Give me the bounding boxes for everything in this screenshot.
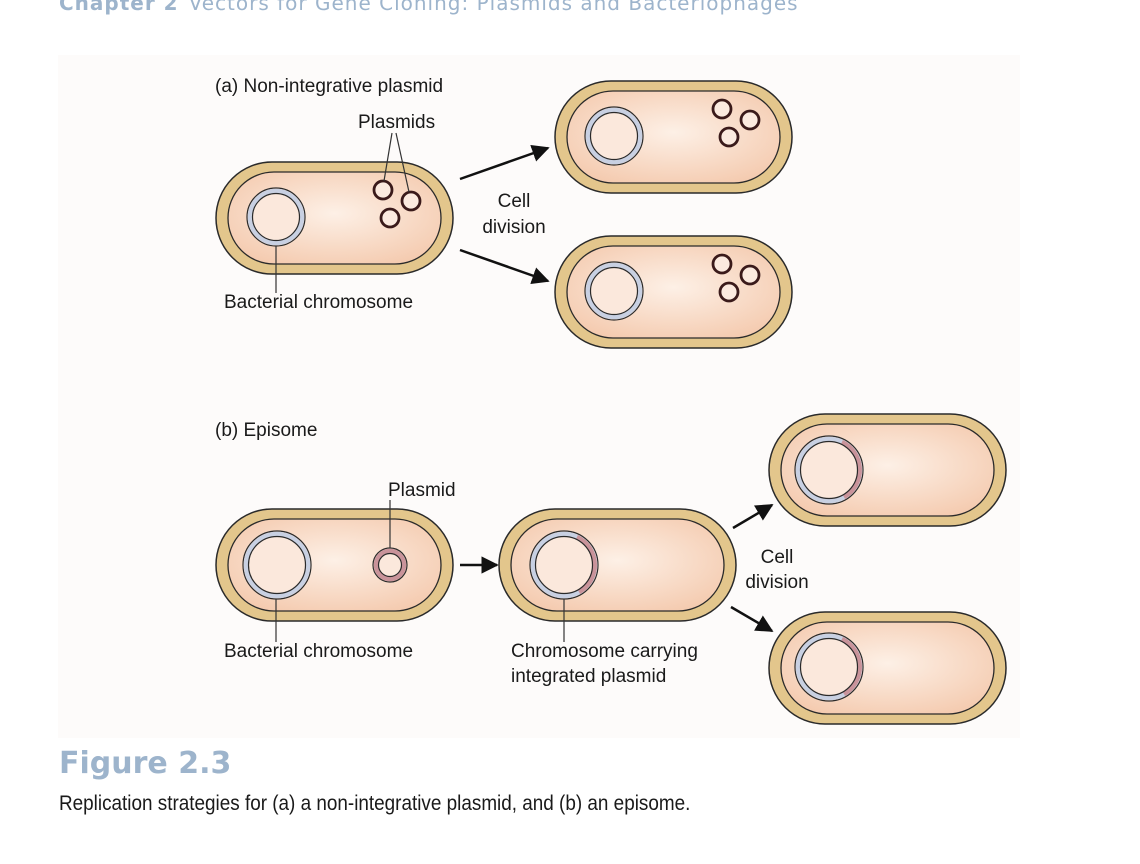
bacterial-chromosome-a xyxy=(246,187,306,247)
chapter-number: Chapter 2 xyxy=(59,0,179,15)
plasmid-label: Plasmid xyxy=(388,480,456,501)
plasmids-leader-line xyxy=(383,132,393,182)
plasmids-leader-line xyxy=(395,132,410,193)
plasmid-circle xyxy=(379,207,401,229)
free-plasmid-b xyxy=(372,547,408,583)
panel-a-title: (a) Non-integrative plasmid xyxy=(215,76,443,97)
figure-caption: Replication strategies for (a) a non-int… xyxy=(59,792,691,815)
cell-division-label-a-line2: division xyxy=(482,217,545,238)
bacterial-chromosome-b xyxy=(242,530,312,600)
cell-division-label-b-line2: division xyxy=(745,572,808,593)
chromosome-label-b: Bacterial chromosome xyxy=(224,641,413,662)
plasmid-circle xyxy=(718,126,740,148)
plasmid-circle xyxy=(400,190,422,212)
integrated-label-line2: integrated plasmid xyxy=(511,666,666,687)
division-arrow-down-b xyxy=(730,605,774,633)
cell-division-label-a-line1: Cell xyxy=(498,191,531,212)
figure-diagram: (a) Non-integrative plasmid Plasmids Bac… xyxy=(215,76,1007,725)
chromosome-label-a: Bacterial chromosome xyxy=(224,292,413,313)
plasmids-label: Plasmids xyxy=(358,112,435,133)
division-arrow-down-a xyxy=(459,248,550,285)
daughter-cell-a-top xyxy=(554,80,793,194)
plasmid-circle xyxy=(739,109,761,131)
division-arrow-up-b xyxy=(732,503,774,530)
integrated-label-line1: Chromosome carrying xyxy=(511,641,698,662)
daughter-cell-a-bottom xyxy=(554,235,793,349)
plasmid-circle xyxy=(711,253,733,275)
plasmid-circle xyxy=(739,264,761,286)
plasmid-group-parent-a xyxy=(372,179,422,229)
chapter-title: Vectors for Gene Cloning: Plasmids and B… xyxy=(188,0,799,15)
daughter-cell-b-top xyxy=(768,413,1007,527)
integrated-cell-b xyxy=(498,508,737,622)
division-arrow-up-a xyxy=(459,144,550,181)
figure-panel: (a) Non-integrative plasmid Plasmids Bac… xyxy=(58,55,1020,738)
cell-division-label-b-line1: Cell xyxy=(761,547,794,568)
plasmid-circle xyxy=(718,281,740,303)
plasmid-circle xyxy=(711,98,733,120)
panel-b-title: (b) Episome xyxy=(215,420,317,441)
figure-title: Figure 2.3 xyxy=(59,746,232,781)
daughter-cell-b-bottom xyxy=(768,611,1007,725)
chapter-header: Chapter 2 Vectors for Gene Cloning: Plasm… xyxy=(59,0,799,15)
integrated-plasmid-segment xyxy=(575,534,597,594)
plasmid-circle xyxy=(372,179,394,201)
